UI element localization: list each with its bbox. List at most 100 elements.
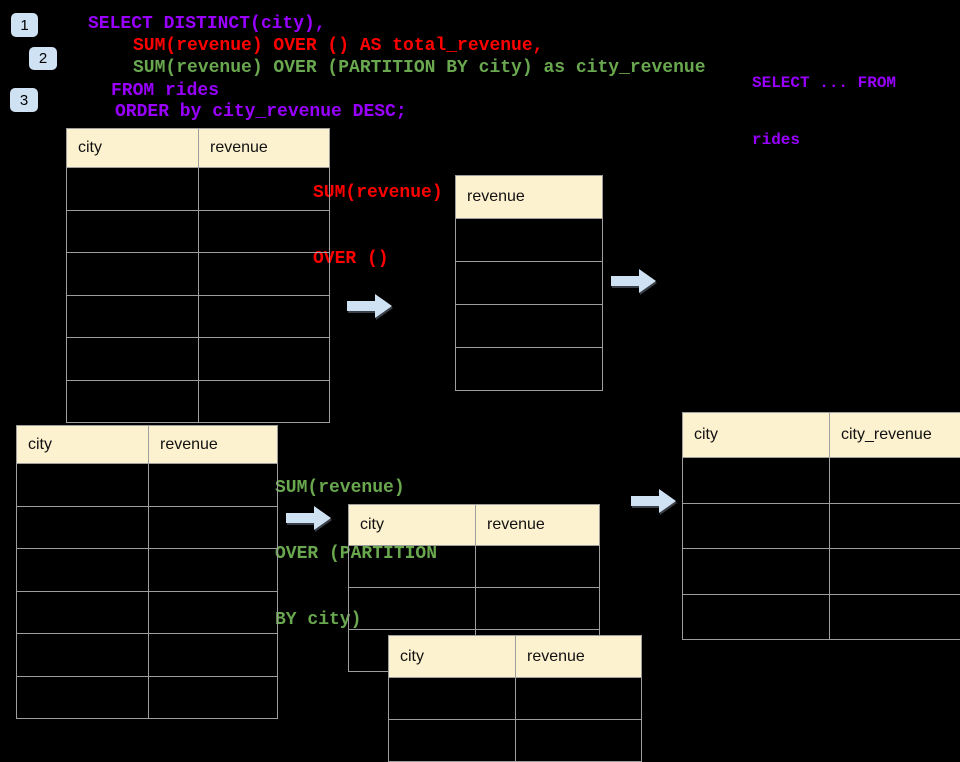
- empty-cell: [199, 168, 330, 211]
- column-header-city: city: [389, 636, 516, 678]
- empty-cell: [456, 262, 603, 305]
- column-header-city: city: [349, 505, 476, 546]
- empty-cell: [830, 594, 960, 640]
- empty-cell: [149, 464, 278, 507]
- column-header-revenue: revenue: [476, 505, 600, 546]
- empty-cell: [67, 168, 199, 211]
- empty-cell: [683, 594, 830, 640]
- empty-cell: [456, 348, 603, 391]
- empty-cell: [67, 295, 199, 338]
- empty-cell: [17, 676, 149, 719]
- annotation-window-total-line-2: OVER (): [313, 248, 443, 270]
- column-header-revenue: revenue: [199, 129, 330, 168]
- column-header-revenue: revenue: [149, 426, 278, 464]
- empty-cell: [17, 506, 149, 549]
- empty-cell: [683, 503, 830, 549]
- empty-cell: [67, 338, 199, 381]
- annotation-window-total-line-1: SUM(revenue): [313, 182, 443, 204]
- column-header-revenue: revenue: [516, 636, 642, 678]
- column-header-city: city: [67, 129, 199, 168]
- annotation-window-partition-line-1: SUM(revenue): [275, 477, 437, 499]
- header-row: revenue: [456, 176, 603, 219]
- empty-cell: [683, 458, 830, 504]
- empty-cell: [199, 338, 330, 381]
- empty-cell: [199, 295, 330, 338]
- table-row: [456, 262, 603, 305]
- table-row: [67, 168, 330, 211]
- empty-cell: [149, 634, 278, 677]
- empty-cell: [149, 506, 278, 549]
- empty-cell: [830, 549, 960, 595]
- step-badge-2: 2: [29, 47, 57, 70]
- empty-cell: [683, 549, 830, 595]
- empty-cell: [199, 253, 330, 296]
- code-line-sum-partition: SUM(revenue) OVER (PARTITION BY city) as…: [133, 57, 706, 79]
- code-line-select: SELECT DISTINCT(city),: [88, 13, 326, 35]
- side-note-line-2: rides: [752, 131, 896, 150]
- empty-cell: [17, 591, 149, 634]
- column-header-revenue: revenue: [456, 176, 603, 219]
- step-badge-2-label: 2: [39, 50, 47, 67]
- table-row: [683, 458, 960, 504]
- table-row: [67, 253, 330, 296]
- table-row: [683, 549, 960, 595]
- empty-cell: [17, 464, 149, 507]
- table-row: [456, 348, 603, 391]
- side-note-line-1: SELECT ... FROM: [752, 74, 896, 93]
- column-header-city_revenue: city_revenue: [830, 413, 960, 458]
- empty-cell: [67, 210, 199, 253]
- step-badge-3: 3: [10, 88, 38, 112]
- table-row: [17, 591, 278, 634]
- empty-cell: [516, 678, 642, 720]
- flow-arrow-to-result-table: [631, 488, 677, 514]
- side-note-select-from-rides: SELECT ... FROM rides: [752, 36, 896, 188]
- empty-cell: [149, 676, 278, 719]
- flow-arrow-to-total-table: [347, 293, 393, 319]
- empty-cell: [476, 546, 600, 588]
- empty-cell: [199, 210, 330, 253]
- empty-cell: [476, 588, 600, 630]
- table-row: [67, 295, 330, 338]
- table-row: [17, 506, 278, 549]
- table-row: [67, 338, 330, 381]
- table-row: [683, 503, 960, 549]
- table-row: [17, 549, 278, 592]
- table-row: [67, 210, 330, 253]
- empty-cell: [349, 546, 476, 588]
- table-row: [67, 380, 330, 423]
- table-row: [456, 219, 603, 262]
- step-badge-1-label: 1: [20, 17, 28, 34]
- code-line-order-by: ORDER by city_revenue DESC;: [115, 101, 407, 123]
- table-row: [349, 546, 600, 588]
- table-row: [683, 594, 960, 640]
- empty-cell: [149, 591, 278, 634]
- empty-cell: [389, 678, 516, 720]
- empty-cell: [389, 720, 516, 762]
- empty-cell: [456, 219, 603, 262]
- empty-cell: [17, 634, 149, 677]
- sql-window-functions-diagram: 1 2 3 SELECT DISTINCT(city), SUM(revenue…: [0, 0, 960, 720]
- table-row: [17, 676, 278, 719]
- table-row: [349, 588, 600, 630]
- table-row: [17, 634, 278, 677]
- empty-cell: [830, 458, 960, 504]
- flow-arrow-from-total-table: [611, 268, 657, 294]
- empty-cell: [67, 253, 199, 296]
- empty-cell: [830, 503, 960, 549]
- column-header-city: city: [17, 426, 149, 464]
- step-badge-1: 1: [11, 13, 38, 37]
- table-row: [17, 464, 278, 507]
- empty-cell: [199, 380, 330, 423]
- empty-cell: [349, 588, 476, 630]
- table-row: [389, 720, 642, 762]
- table-row: [389, 678, 642, 720]
- empty-cell: [67, 380, 199, 423]
